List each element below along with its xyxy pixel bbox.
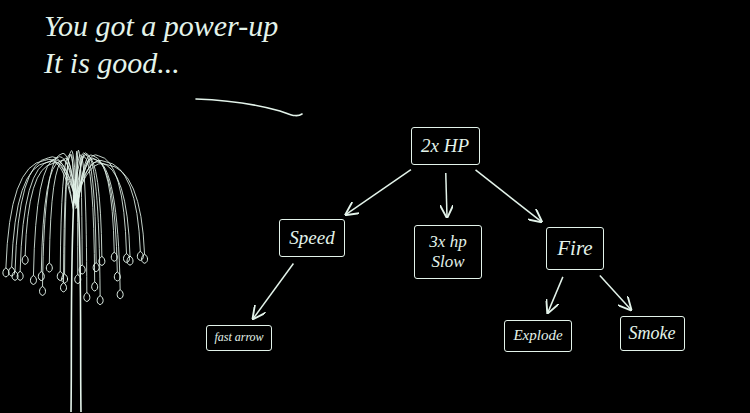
leaf-loop: [17, 271, 23, 280]
leaf-loop: [40, 286, 46, 295]
branch-arrow: [476, 170, 542, 222]
willow-strand: [15, 157, 78, 272]
branch-arrow: [253, 263, 293, 318]
leaf-loop: [3, 268, 9, 277]
willow-strand: [78, 155, 114, 252]
box-label: Speed: [289, 227, 334, 249]
box-label: Fire: [557, 236, 592, 260]
willow-strand: [20, 160, 77, 272]
leaf-loop: [84, 293, 90, 302]
willow-strand: [65, 151, 77, 275]
branch-arrow: [446, 173, 447, 217]
box-label: Smoke: [629, 323, 676, 344]
leaf-loop: [93, 263, 99, 272]
box-label: Explode: [513, 327, 562, 344]
willow-strand: [75, 154, 102, 256]
willow-strand: [41, 160, 74, 272]
willow-strand: [49, 158, 75, 263]
branch-arrow: [346, 170, 411, 215]
tree-trunk: [71, 195, 74, 412]
power-up-box: 2x HP: [411, 127, 480, 165]
box-label: 2x HP: [421, 135, 469, 157]
leaf-loop: [30, 276, 36, 285]
leaf-loop: [46, 263, 52, 272]
willow-strand: [33, 157, 78, 276]
box-label: 3x hp Slow: [423, 232, 473, 271]
willow-tree: [3, 150, 148, 412]
leaf-loop: [38, 272, 44, 281]
box-label: fast arrow: [214, 331, 263, 345]
leaf-loop: [99, 256, 105, 265]
leaf-loop: [111, 252, 117, 261]
leaf-loop: [92, 282, 98, 291]
willow-strand: [43, 153, 77, 286]
squiggle-underline: [196, 99, 302, 116]
power-up-box: 3x hp Slow: [414, 225, 482, 279]
leaf-loop: [61, 283, 67, 292]
title-text: You got a power-up It is good...: [44, 8, 299, 81]
leaf-loop: [117, 290, 123, 299]
leaf-loop: [123, 254, 129, 263]
branch-arrow: [600, 275, 631, 309]
willow-strand: [73, 160, 140, 251]
power-up-box: fast arrow: [206, 325, 272, 351]
leaf-loop: [62, 274, 68, 283]
power-up-box: Smoke: [620, 316, 685, 351]
willow-strand: [64, 154, 74, 283]
leaf-loop: [75, 275, 81, 284]
power-up-box: Fire: [546, 227, 604, 270]
branch-arrow: [548, 277, 563, 313]
leaf-loop: [22, 255, 28, 264]
leaf-loop: [142, 254, 148, 263]
power-up-box: Speed: [279, 219, 345, 257]
power-up-box: Explode: [504, 320, 572, 352]
leaf-loop: [127, 256, 133, 265]
tree-trunk: [78, 195, 81, 412]
leaf-loop: [79, 265, 85, 274]
leaf-loop: [97, 296, 103, 305]
willow-strand: [74, 163, 144, 254]
